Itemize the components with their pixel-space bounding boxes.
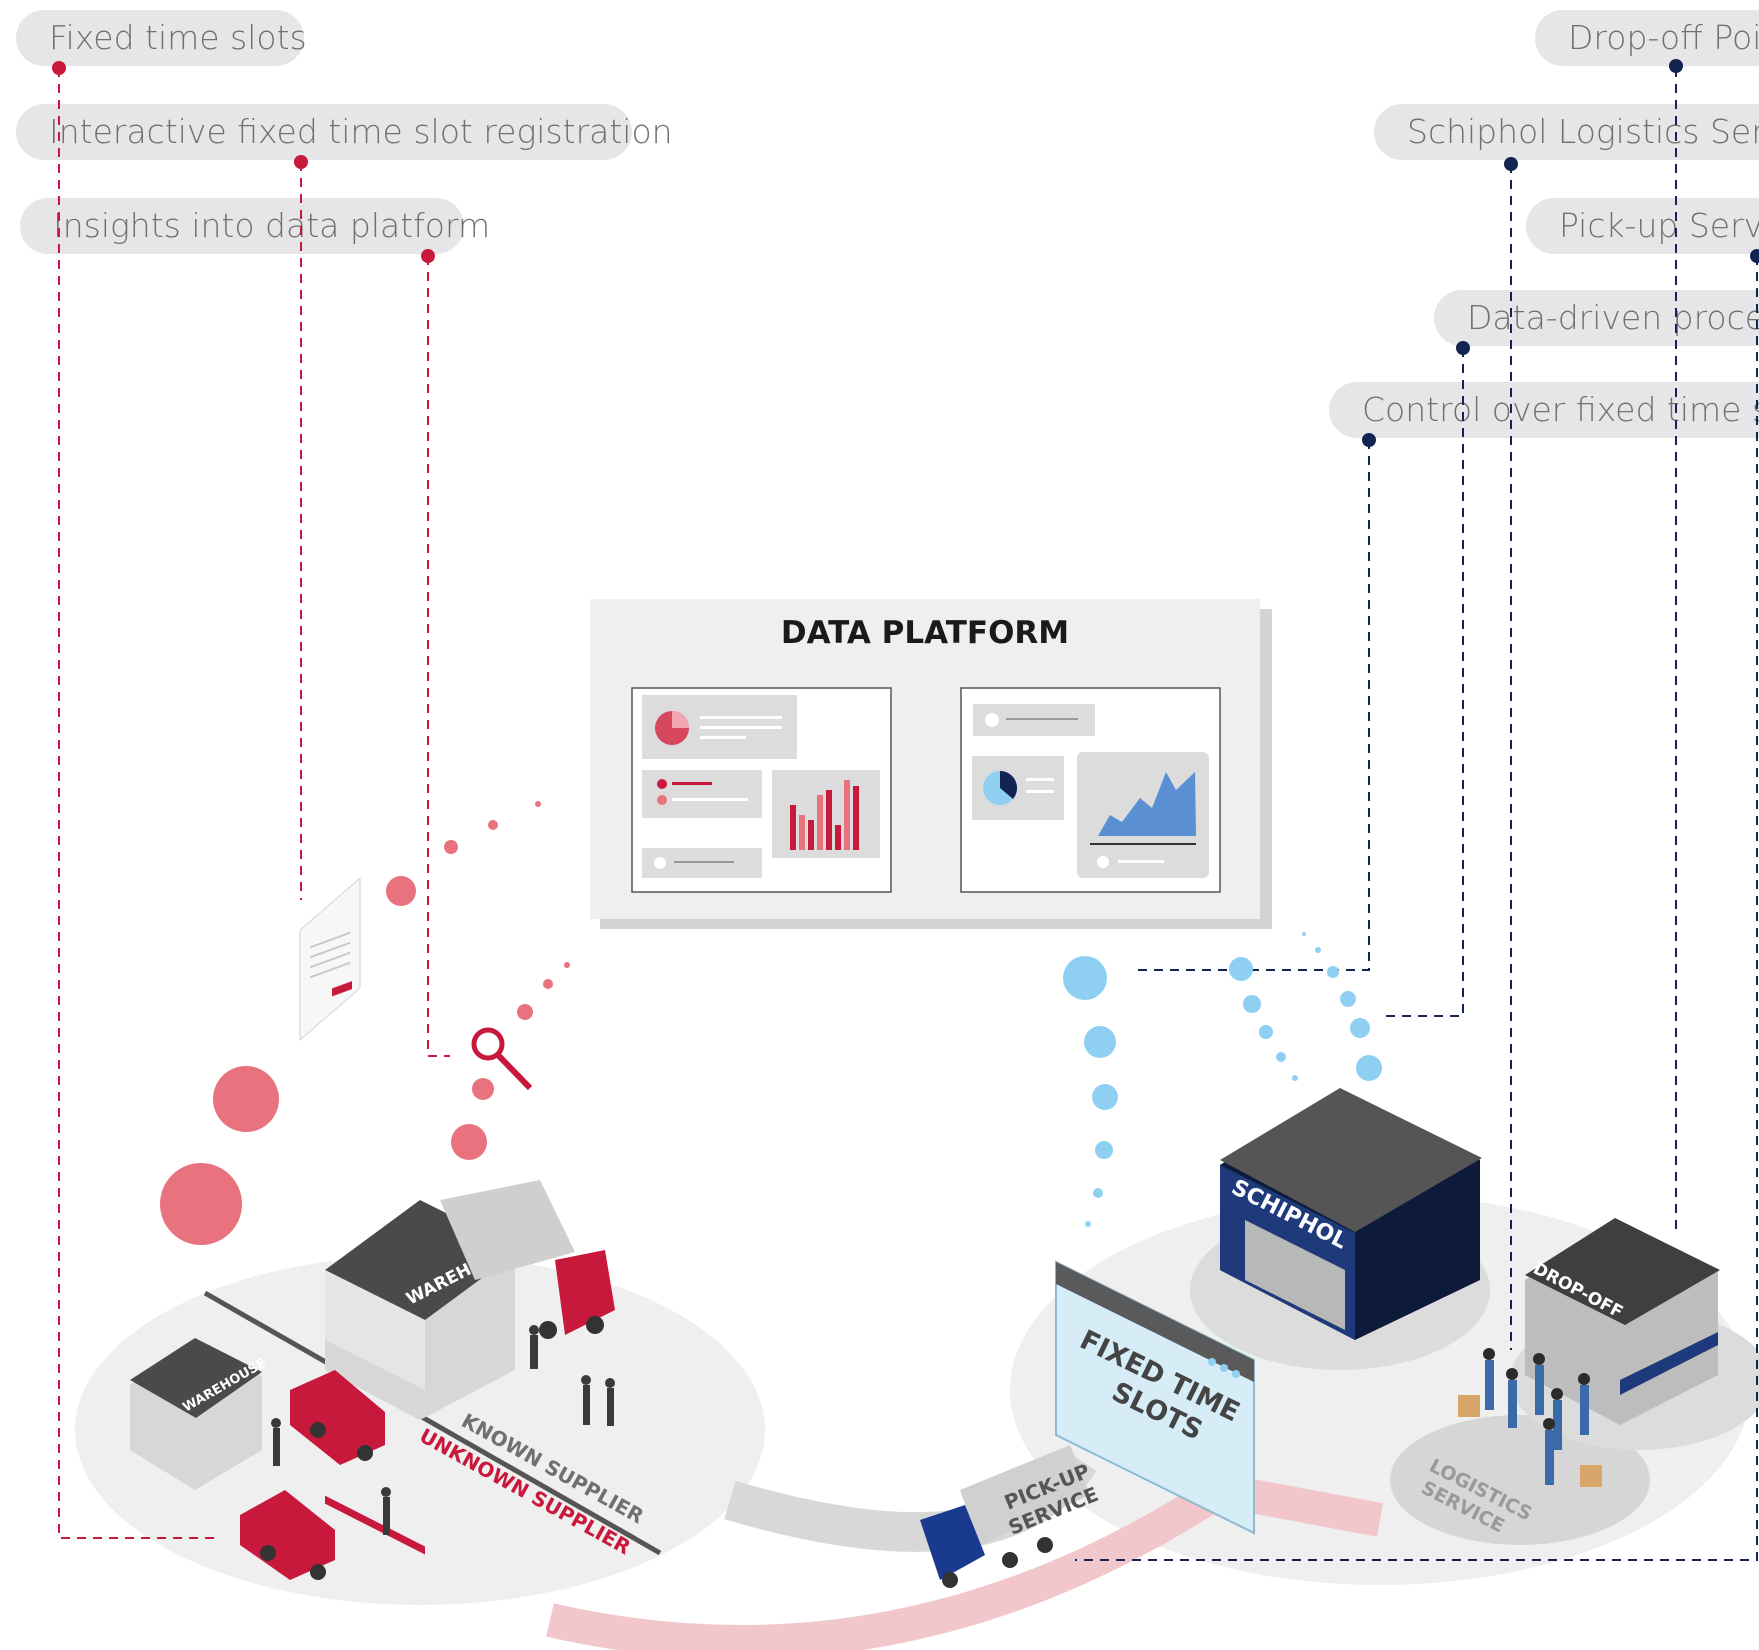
logistics-workers <box>1458 1348 1602 1487</box>
left-dashboard-panel <box>631 687 892 893</box>
red-truck <box>440 1180 615 1339</box>
pill-interactive-registration: Interactive fixed time slot registration <box>16 104 673 160</box>
pill-schiphol-logistics-service: Schiphol Logistics Servic <box>1374 104 1759 160</box>
pill-fixed-time-slots: Fixed time slots <box>16 10 307 66</box>
data-platform-title: DATA PLATFORM <box>781 615 1069 651</box>
pill-drop-off-point: Drop-off Poin <box>1535 10 1759 66</box>
pill-insights-data-platform: Insights into data platform <box>20 198 490 254</box>
connector-data-driven <box>1385 348 1464 1017</box>
magnifier-icon <box>471 1027 533 1091</box>
warehouse-small: WAREHOUSE <box>130 1338 269 1490</box>
pink-data-bubbles <box>160 801 570 1245</box>
logistics-pad <box>1390 1415 1650 1545</box>
red-van-2 <box>240 1490 335 1580</box>
connector-insights <box>427 256 450 1057</box>
connector-pick-up <box>1075 256 1758 1561</box>
pill-data-driven-process: Data-driven proces <box>1434 290 1759 346</box>
registration-form-icon <box>299 877 361 1041</box>
connector-control-slots <box>1135 440 1370 971</box>
fixed-time-slots-window: FIXED TIME SLOTS <box>1055 1260 1255 1535</box>
schiphol-building: SCHIPHOL <box>1220 1088 1482 1340</box>
red-van-1 <box>290 1370 385 1465</box>
pink-flow-arc <box>546 1472 1384 1650</box>
pill-pick-up-service: Pick-up Servic <box>1526 198 1759 254</box>
pill-control-fixed-time-slots: Control over fixed time slo <box>1329 382 1759 438</box>
right-dashboard-panel <box>960 687 1221 893</box>
blue-data-bubbles <box>1063 932 1382 1227</box>
workers-left <box>271 1325 615 1535</box>
drop-off-building: DROP-OFF <box>1525 1218 1720 1425</box>
pick-up-service-truck: PICK-UP SERVICE <box>920 1445 1102 1588</box>
